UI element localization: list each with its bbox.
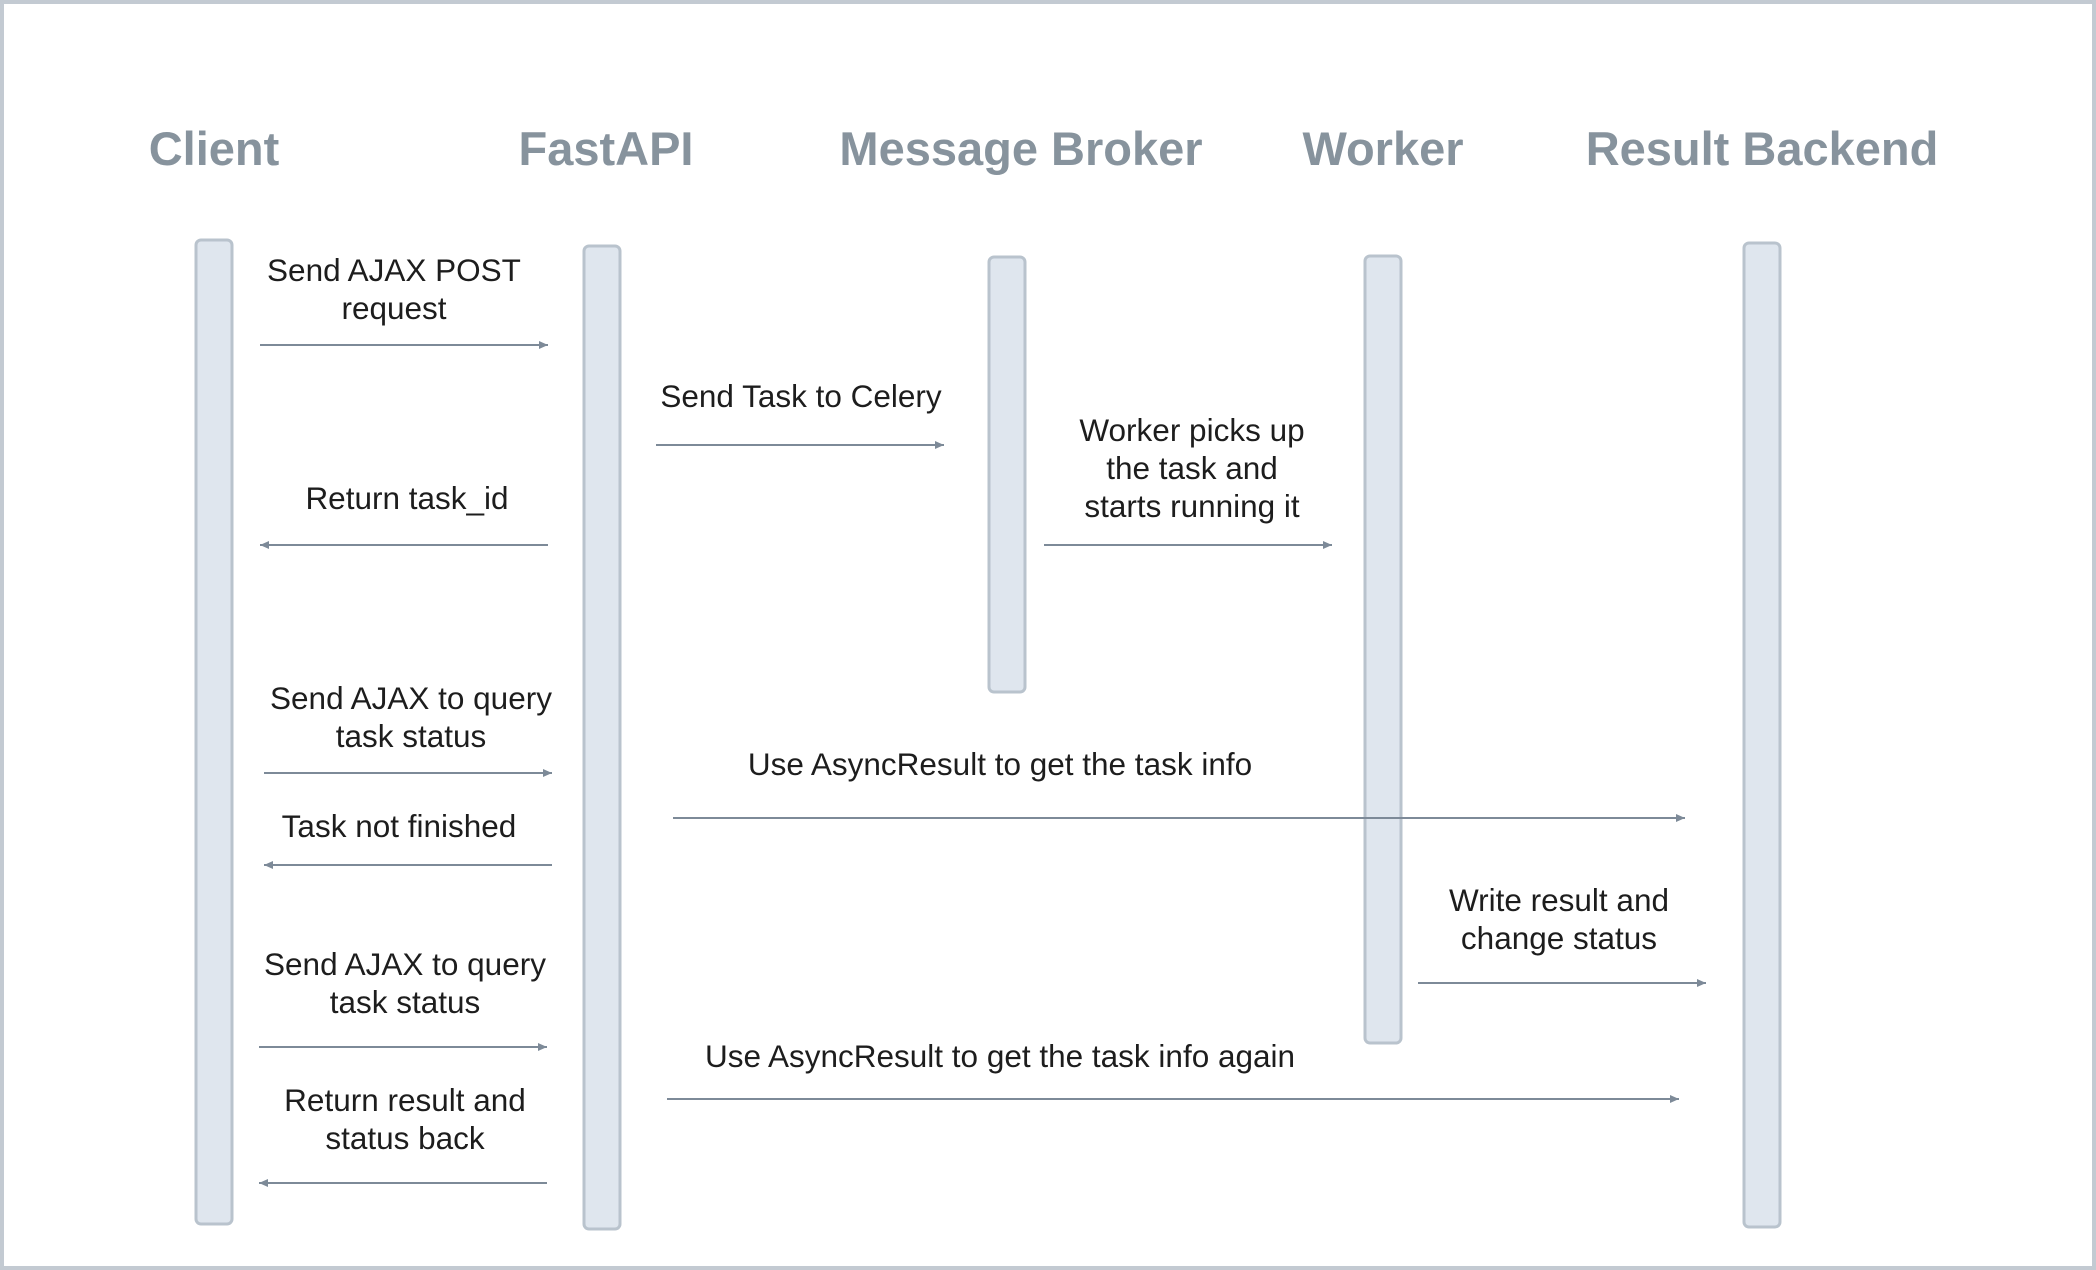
actor-headers: Client FastAPI Message Broker Worker Result … xyxy=(149,122,1939,175)
arrowhead-icon xyxy=(260,541,269,549)
arrowhead-icon xyxy=(935,441,944,449)
actor-backend: Result Backend xyxy=(1586,122,1939,175)
lifeline-backend xyxy=(1742,241,1782,1229)
message-label-line: Task not finished xyxy=(282,808,517,844)
message-label-line: starts running it xyxy=(1084,488,1300,524)
message-label-line: Send AJAX to query xyxy=(270,680,552,716)
arrowhead-icon xyxy=(1676,814,1685,822)
message-label-line: Use AsyncResult to get the task info xyxy=(748,746,1252,782)
message-label-line: Send Task to Celery xyxy=(660,378,942,414)
actor-client: Client xyxy=(149,122,280,175)
arrowhead-icon xyxy=(539,341,548,349)
arrowhead-icon xyxy=(1670,1095,1679,1103)
message-label: Return task_id xyxy=(305,480,508,516)
message-send-task: Send Task to Celery xyxy=(656,378,944,449)
lifeline-broker xyxy=(987,255,1027,694)
arrowhead-icon xyxy=(543,769,552,777)
message-not-finished: Task not finished xyxy=(264,808,552,869)
message-label: Send Task to Celery xyxy=(660,378,942,414)
arrowhead-icon xyxy=(264,861,273,869)
arrowhead-icon xyxy=(1697,979,1706,987)
message-label-line: Send AJAX to query xyxy=(264,946,546,982)
actor-fastapi: FastAPI xyxy=(519,122,694,175)
message-label: Use AsyncResult to get the task info xyxy=(748,746,1252,782)
arrowhead-icon xyxy=(538,1043,547,1051)
message-label-line: Use AsyncResult to get the task info aga… xyxy=(705,1038,1295,1074)
message-label-line: Worker picks up xyxy=(1079,412,1304,448)
message-async-result-1: Use AsyncResult to get the task info xyxy=(673,746,1685,822)
arrowhead-icon xyxy=(1323,541,1332,549)
message-label: Task not finished xyxy=(282,808,517,844)
message-return-task-id: Return task_id xyxy=(260,480,548,549)
actor-broker: Message Broker xyxy=(839,122,1202,175)
message-label-line: change status xyxy=(1461,920,1657,956)
message-label-line: task status xyxy=(336,718,487,754)
message-async-result-2: Use AsyncResult to get the task info aga… xyxy=(667,1038,1679,1103)
lifeline-worker xyxy=(1363,254,1403,1045)
message-label-line: task status xyxy=(330,984,481,1020)
message-label-line: Send AJAX POST xyxy=(267,252,521,288)
actor-worker: Worker xyxy=(1302,122,1463,175)
lifelines xyxy=(194,238,1782,1231)
message-label-line: request xyxy=(341,290,446,326)
message-label-line: the task and xyxy=(1106,450,1278,486)
arrowhead-icon xyxy=(259,1179,268,1187)
message-label-line: Return result and xyxy=(284,1082,526,1118)
lifeline-fastapi xyxy=(582,244,622,1231)
message-label-line: status back xyxy=(325,1120,485,1156)
message-label-line: Write result and xyxy=(1449,882,1669,918)
lifeline-client xyxy=(194,238,234,1226)
message-label: Use AsyncResult to get the task info aga… xyxy=(705,1038,1295,1074)
message-label-line: Return task_id xyxy=(305,480,508,516)
